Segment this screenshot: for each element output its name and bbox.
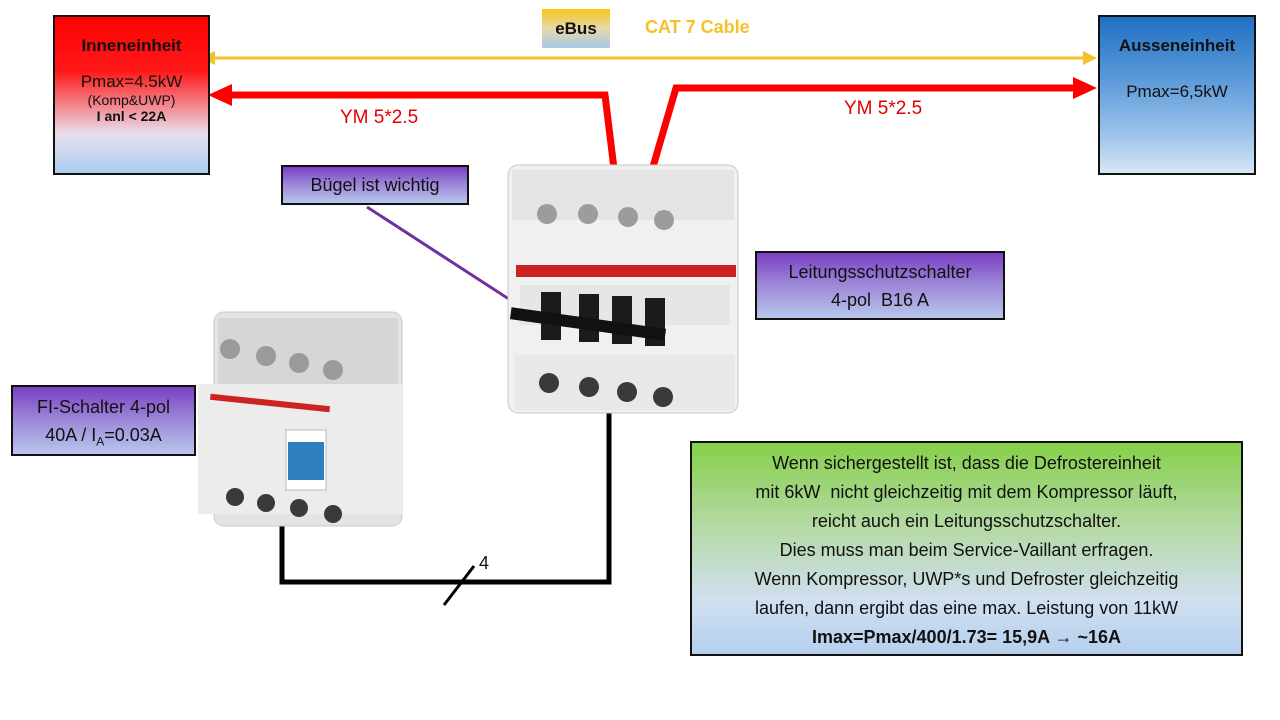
outdoor-unit-title: Ausseneinheit bbox=[1118, 36, 1236, 55]
rcd-callout-line2: 40A / IA=0.03A bbox=[13, 421, 194, 456]
power-arrowhead-indoor bbox=[208, 84, 232, 106]
buegel-callout: Bügel ist wichtig bbox=[281, 165, 469, 205]
power-arrowhead-outdoor bbox=[1073, 77, 1097, 99]
note-formula: Imax=Pmax/400/1.73= 15,9A → ~16A bbox=[811, 627, 1122, 647]
indoor-unit-title: Inneneinheit bbox=[81, 36, 182, 55]
mcb-callout-line1: Leitungsschutzschalter bbox=[788, 262, 972, 282]
mcb-callout-line2: 4-pol B16 A bbox=[830, 290, 930, 310]
note-line: Wenn sichergestellt ist, dass die Defros… bbox=[772, 453, 1161, 473]
rcd-rating-suffix: =0.03A bbox=[104, 425, 162, 445]
cable-label-left: YM 5*2.5 bbox=[340, 107, 419, 128]
rcd-device bbox=[198, 311, 403, 527]
note-line: Dies muss man beim Service-Vaillant erfr… bbox=[779, 540, 1154, 560]
note-line: reicht auch ein Leitungsschutzschalter. bbox=[811, 511, 1122, 531]
cat7-cable-label: CAT 7 Cable bbox=[645, 17, 750, 37]
mcb-device bbox=[507, 164, 739, 414]
power-cable-indoor bbox=[228, 91, 619, 178]
mcb-callout: Leitungsschutzschalter 4-pol B16 A bbox=[755, 251, 1005, 320]
indoor-unit-pmax: Pmax=4.5kW bbox=[80, 72, 183, 91]
ebus-arrowhead-right bbox=[1083, 51, 1097, 65]
note-line: Wenn Kompressor, UWP*s und Defroster gle… bbox=[754, 569, 1179, 589]
indoor-unit-current: I anl < 22A bbox=[96, 108, 167, 124]
wire-count-slash bbox=[442, 565, 476, 606]
cable-label-right: YM 5*2.5 bbox=[844, 98, 923, 119]
explanation-note: Wenn sichergestellt ist, dass die Defros… bbox=[690, 441, 1243, 656]
note-line: laufen, dann ergibt das eine max. Leistu… bbox=[755, 598, 1178, 618]
indoor-unit-box: Inneneinheit Pmax=4.5kW (Komp&UWP) I anl… bbox=[53, 15, 210, 175]
rcd-rating-prefix: 40A / I bbox=[45, 425, 97, 445]
rcd-rating-subscript: A bbox=[96, 434, 105, 449]
outdoor-unit-pmax: Pmax=6,5kW bbox=[1126, 82, 1228, 101]
ebus-label: eBus bbox=[542, 9, 610, 48]
power-cable-outdoor bbox=[646, 84, 1078, 178]
wire-count-label: 4 bbox=[479, 553, 490, 573]
rcd-mcb-wire bbox=[279, 408, 612, 585]
rcd-callout: FI-Schalter 4-pol 40A / IA=0.03A bbox=[11, 385, 196, 456]
outdoor-unit-box: Ausseneinheit Pmax=6,5kW bbox=[1098, 15, 1256, 175]
indoor-unit-note: (Komp&UWP) bbox=[87, 92, 176, 108]
rcd-callout-line1: FI-Schalter 4-pol bbox=[36, 397, 171, 417]
note-line: mit 6kW nicht gleichzeitig mit dem Kompr… bbox=[755, 482, 1178, 502]
